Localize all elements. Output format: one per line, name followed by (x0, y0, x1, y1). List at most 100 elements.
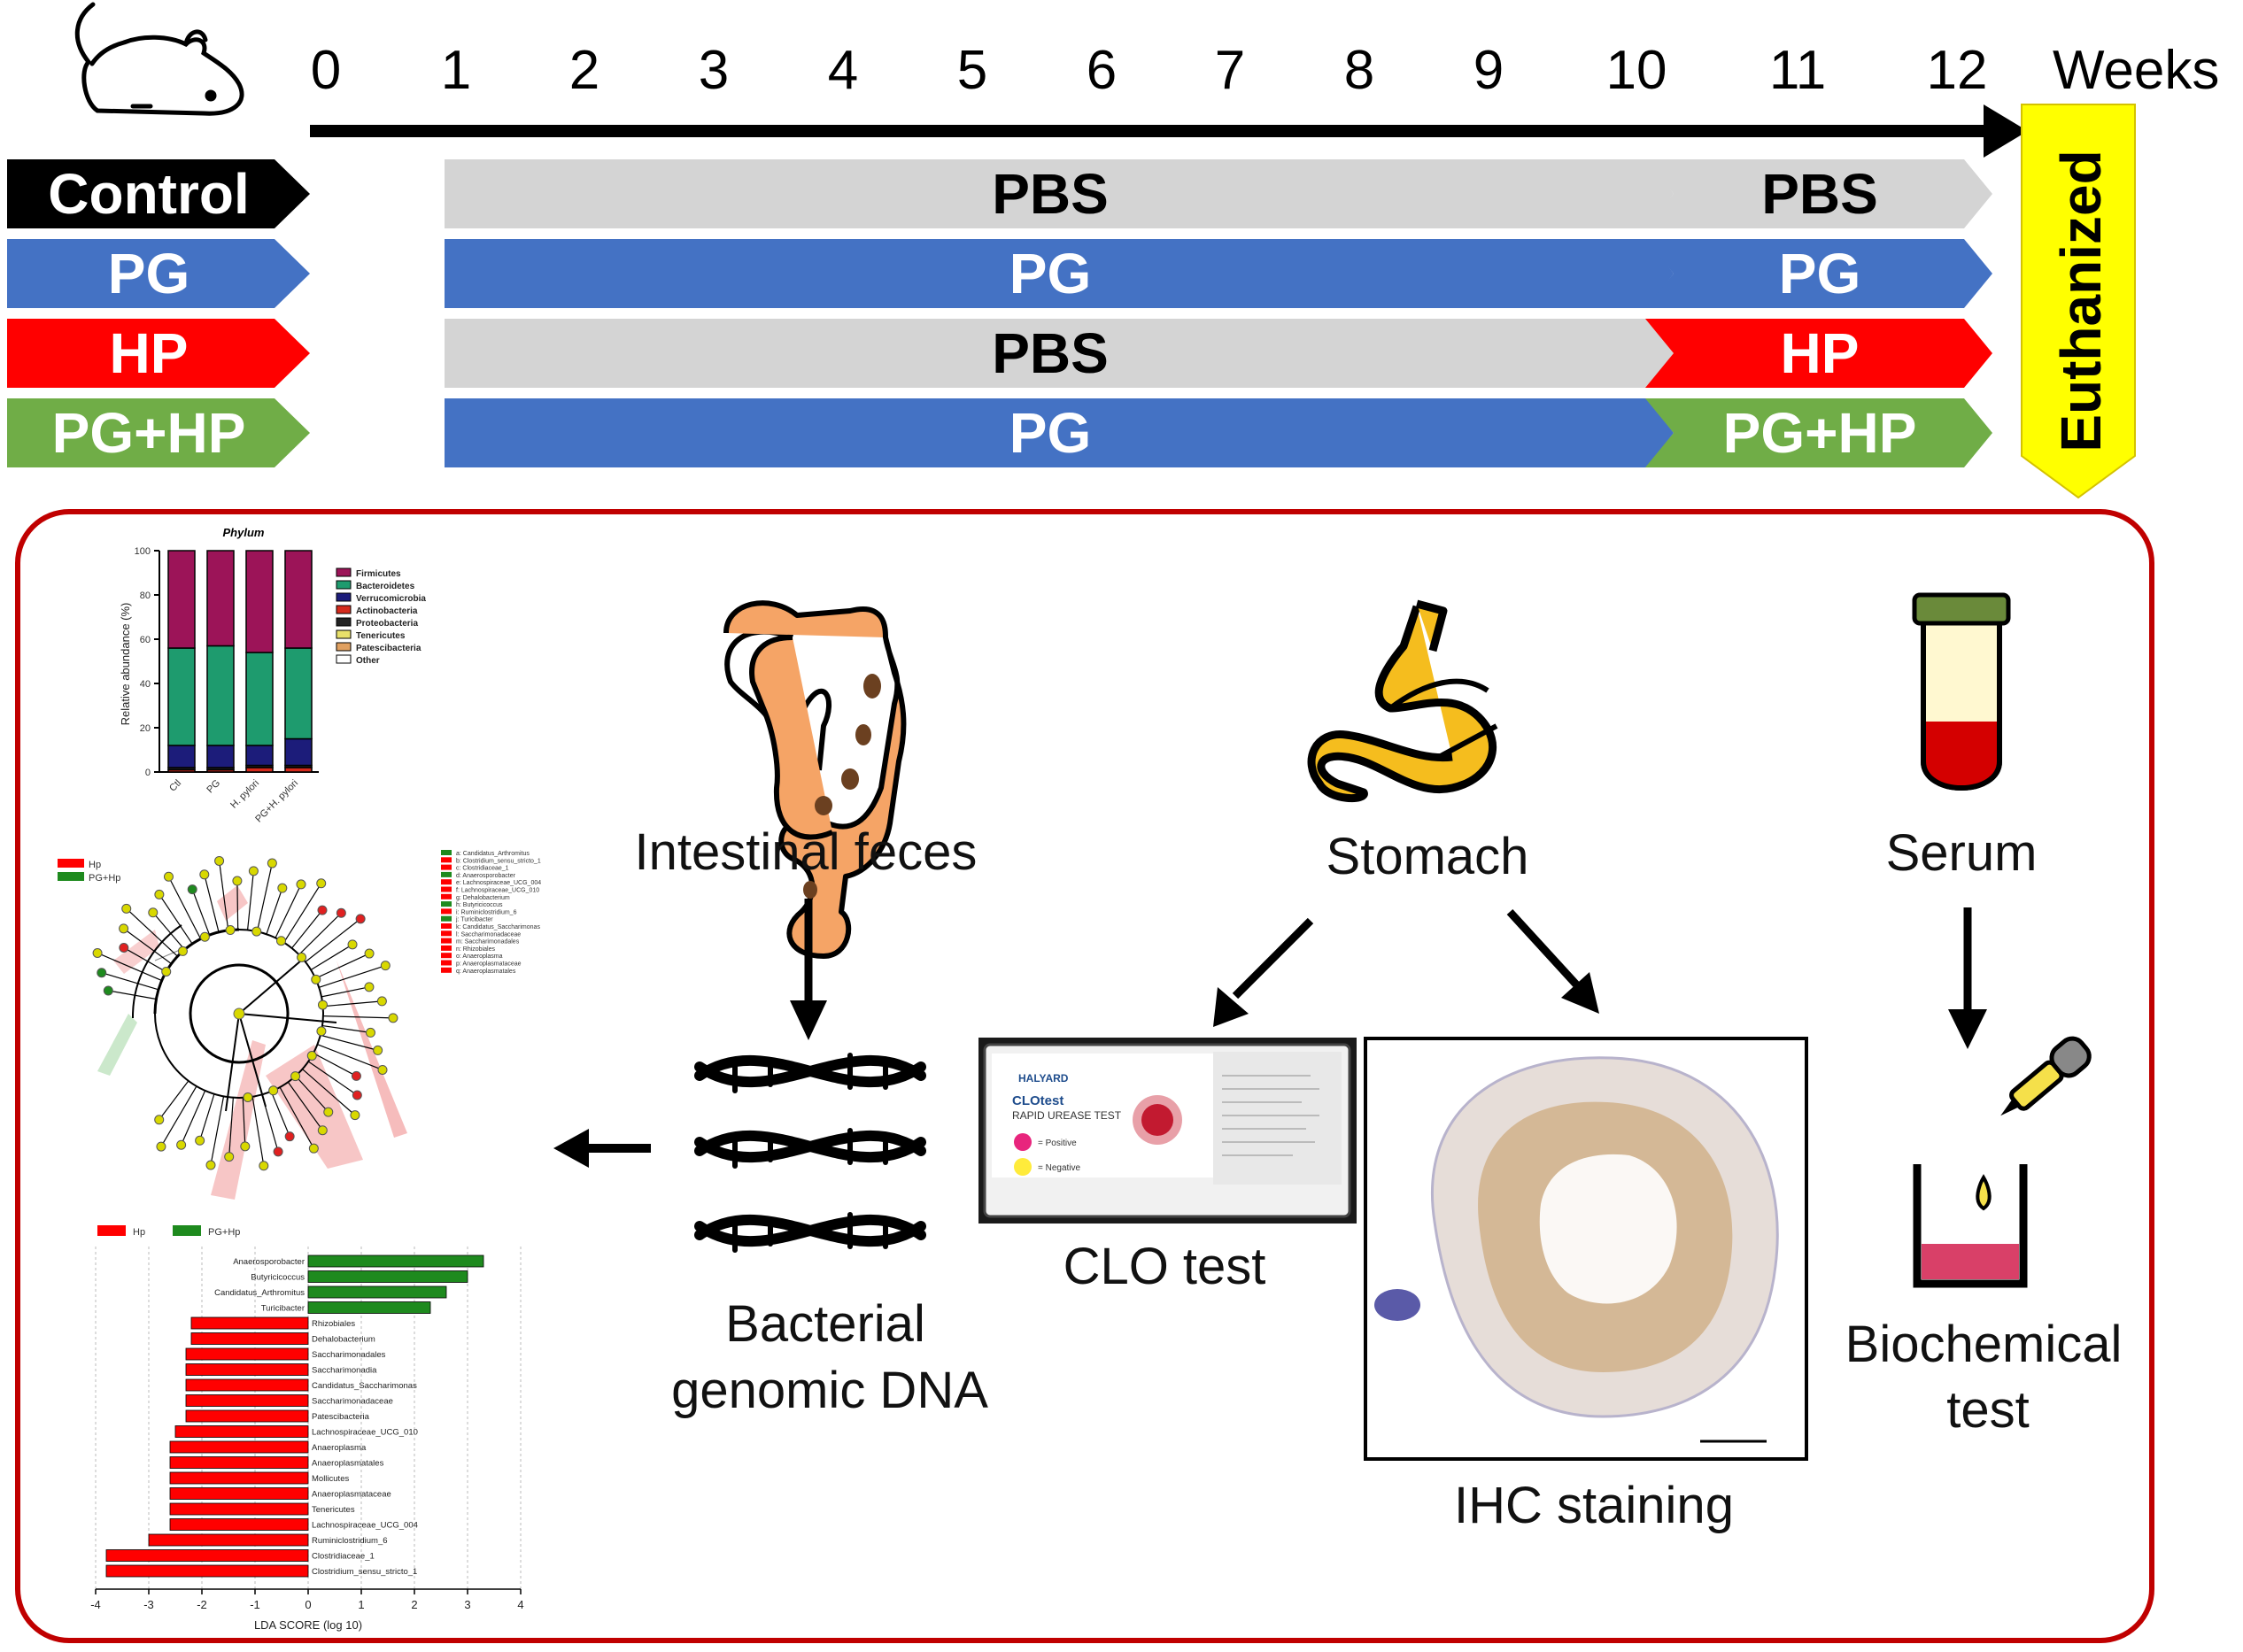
lda-bar (307, 1254, 484, 1268)
phylum-legend-swatch (336, 629, 352, 639)
lda-category-label: Saccharimonadaceae (312, 1397, 393, 1407)
cladogram-taxon-swatch (441, 923, 452, 929)
cladogram-legend-label: Hp (89, 860, 101, 870)
lda-category-label: Lachnospiraceae_UCG_004 (312, 1521, 418, 1531)
lda-legend-label: PG+Hp (208, 1227, 240, 1238)
lda-category-label: Mollicutes (312, 1474, 349, 1484)
cladogram-node (214, 855, 225, 866)
phase1-bar (445, 159, 1674, 228)
cladogram-taxon-label: d: Anaerosporobacter (456, 873, 516, 879)
phase1-bar (445, 239, 1674, 308)
group-label-arrow (7, 319, 310, 388)
lda-category-label: Saccharimonadia (312, 1366, 377, 1376)
cladogram-node (163, 871, 174, 882)
cladogram-node (317, 1000, 328, 1010)
clo-negative: = Negative (1038, 1163, 1081, 1173)
week-tick-label: 6 (1087, 40, 1117, 101)
cladogram-node (232, 876, 243, 886)
cladogram-taxon-label: i: Ruminiclostridium_6 (456, 909, 517, 915)
cladogram-node (224, 1152, 235, 1162)
cladogram-node (154, 1115, 165, 1125)
cladogram-taxon-label: m: Saccharimonadales (456, 939, 520, 946)
lda-bar (148, 1533, 309, 1547)
sample-stomach-label: Stomach (1326, 828, 1529, 885)
lda-legend-swatch (173, 1225, 201, 1236)
cladogram-node (365, 1027, 375, 1038)
sample-feces-label: Intestinal feces (635, 823, 978, 881)
phylum-bar-segment (206, 550, 235, 647)
phylum-legend-label: Patescibacteria (356, 644, 422, 653)
cladogram-taxon-swatch (441, 967, 452, 973)
cladogram-taxon-label: h: Butyricicoccus (456, 902, 503, 908)
phase2-label: PG (1779, 242, 1860, 305)
timeline-arrowhead (1984, 104, 2028, 158)
clo-positive: = Positive (1038, 1139, 1077, 1148)
phase1-label: PBS (992, 321, 1109, 385)
arrow-serum-to-biochem (1948, 907, 1987, 1049)
cladogram-node (373, 1045, 383, 1055)
lda-bar (307, 1301, 431, 1314)
lda-xtick-label: 3 (464, 1598, 470, 1611)
cladogram-node (323, 1107, 334, 1117)
lda-xtick-label: 4 (517, 1598, 523, 1611)
cladogram-taxon-swatch (441, 893, 452, 899)
lda-category-label: Dehalobacterium (312, 1335, 375, 1345)
cladogram-node (336, 907, 346, 918)
cladogram-taxon-label: q: Anaeroplasmatales (456, 969, 516, 975)
mouse-icon (74, 2, 244, 116)
phylum-legend-swatch (336, 592, 352, 602)
cladogram-node (277, 883, 288, 893)
phase1-bar (445, 398, 1674, 467)
lda-legend-label: Hp (133, 1227, 145, 1238)
cladogram-taxon-label: f: Lachnospiraceae_UCG_010 (456, 888, 539, 894)
cladogram-taxon-swatch (441, 871, 452, 877)
dna-label-line2: genomic DNA (671, 1362, 988, 1419)
serum-tube-icon (1912, 592, 2011, 791)
stomach-icon (1307, 599, 1498, 803)
cladogram-node (306, 1051, 317, 1061)
lda-bar (169, 1471, 309, 1485)
weeks-unit-label: Weeks (2053, 40, 2219, 101)
week-tick-label: 2 (569, 40, 599, 101)
cladogram-taxon-label: e: Lachnospiraceae_UCG_004 (456, 880, 541, 886)
phylum-bar-segment (245, 745, 274, 767)
cladogram-node (364, 948, 375, 959)
phylum-legend-label: Other (356, 656, 380, 666)
cladogram-node (316, 1026, 327, 1037)
cladogram-node (377, 1064, 388, 1075)
group-label-arrow (7, 159, 310, 228)
cladogram-taxon-label: n: Rhizobiales (456, 946, 495, 953)
lda-category-label: Anaeroplasma (312, 1443, 367, 1453)
cladogram-node (317, 905, 328, 915)
cladogram-node (290, 1071, 301, 1082)
lda-category-label: Candidatus_Arthromitus (214, 1288, 305, 1298)
cladogram-node (259, 1161, 269, 1171)
cladogram-node (205, 1160, 216, 1170)
phylum-legend-label: Verrucomicrobia (356, 594, 426, 604)
cladogram-node (121, 903, 132, 914)
cladogram-taxon-swatch (441, 915, 452, 922)
phylum-bar-segment (167, 647, 196, 746)
week-tick-label: 3 (699, 40, 729, 101)
cladogram-node (92, 947, 103, 958)
phylum-legend-swatch (336, 654, 352, 664)
week-tick-label: 7 (1215, 40, 1245, 101)
phylum-legend-swatch (336, 642, 352, 652)
phase2-bar (1645, 398, 1992, 467)
week-tick-label: 8 (1344, 40, 1374, 101)
cladogram-node (187, 884, 197, 895)
lda-category-label: Ruminiclostridium_6 (312, 1536, 388, 1546)
lda-bar (185, 1363, 309, 1376)
phylum-ytick-label: 60 (140, 635, 151, 645)
week-tick-label: 9 (1473, 40, 1504, 101)
cladogram-node (296, 879, 306, 890)
cladogram-node (199, 931, 210, 942)
cladogram-node (240, 1141, 251, 1152)
cladogram-node (148, 907, 159, 918)
cladogram-node (156, 1141, 166, 1152)
cladogram-node (317, 1125, 328, 1136)
lda-bar (190, 1332, 309, 1345)
lda-category-label: Saccharimonadales (312, 1350, 386, 1360)
